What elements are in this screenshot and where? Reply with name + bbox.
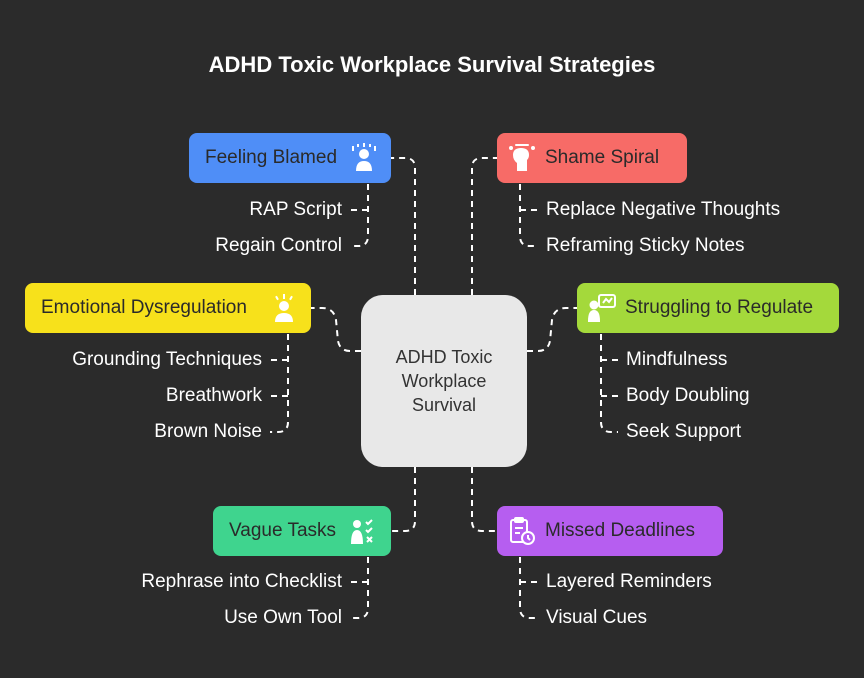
node-vague-tasks-label: Vague Tasks [229, 520, 337, 541]
node-shame-spiral-label: Shame Spiral [545, 147, 660, 168]
leaf-regain-control: Regain Control [215, 235, 342, 256]
leaf-grounding-techniques: Grounding Techniques [72, 349, 262, 370]
blamed-person-icon [349, 143, 379, 173]
node-struggling-to-regulate-label: Struggling to Regulate [625, 297, 814, 318]
clipboard-clock-icon [507, 516, 537, 546]
center-line-1: ADHD Toxic [395, 347, 493, 367]
leaf-body-doubling: Body Doubling [626, 385, 750, 406]
leaf-mindfulness: Mindfulness [626, 349, 728, 370]
node-emotional-dysregulation: Emotional Dysregulation [25, 283, 311, 333]
dizzy-head-icon [507, 143, 537, 173]
node-missed-deadlines-label: Missed Deadlines [545, 520, 695, 541]
leaf-breathwork: Breathwork [165, 385, 262, 406]
node-feeling-blamed-label: Feeling Blamed [205, 147, 338, 168]
leaf-brown-noise: Brown Noise [154, 421, 262, 442]
person-presenting-icon [587, 293, 617, 323]
node-struggling-to-regulate: Struggling to Regulate [577, 283, 839, 333]
center-line-2: Workplace [401, 371, 487, 391]
node-missed-deadlines: Missed Deadlines [497, 506, 723, 556]
leaf-rap-script: RAP Script [249, 199, 342, 220]
leaf-visual-cues: Visual Cues [546, 607, 648, 628]
leaf-reframing-sticky-notes: Reframing Sticky Notes [546, 235, 745, 256]
leaf-layered-reminders: Layered Reminders [546, 571, 712, 592]
leaf-rephrase-into-checklist: Rephrase into Checklist [141, 571, 342, 592]
upset-person-icon [269, 293, 299, 323]
node-feeling-blamed: Feeling Blamed [189, 133, 391, 183]
person-checklist-icon [349, 516, 379, 546]
node-emotional-dysregulation-label: Emotional Dysregulation [41, 297, 247, 318]
center-line-3: Survival [411, 395, 477, 415]
diagram-title: ADHD Toxic Workplace Survival Strategies [208, 52, 656, 77]
leaf-use-own-tool: Use Own Tool [224, 607, 342, 628]
node-vague-tasks: Vague Tasks [213, 506, 391, 556]
leaf-replace-negative-thoughts: Replace Negative Thoughts [546, 199, 781, 220]
center-node: ADHD Toxic Workplace Survival [361, 295, 527, 467]
node-shame-spiral: Shame Spiral [497, 133, 687, 183]
leaf-seek-support: Seek Support [626, 421, 742, 442]
